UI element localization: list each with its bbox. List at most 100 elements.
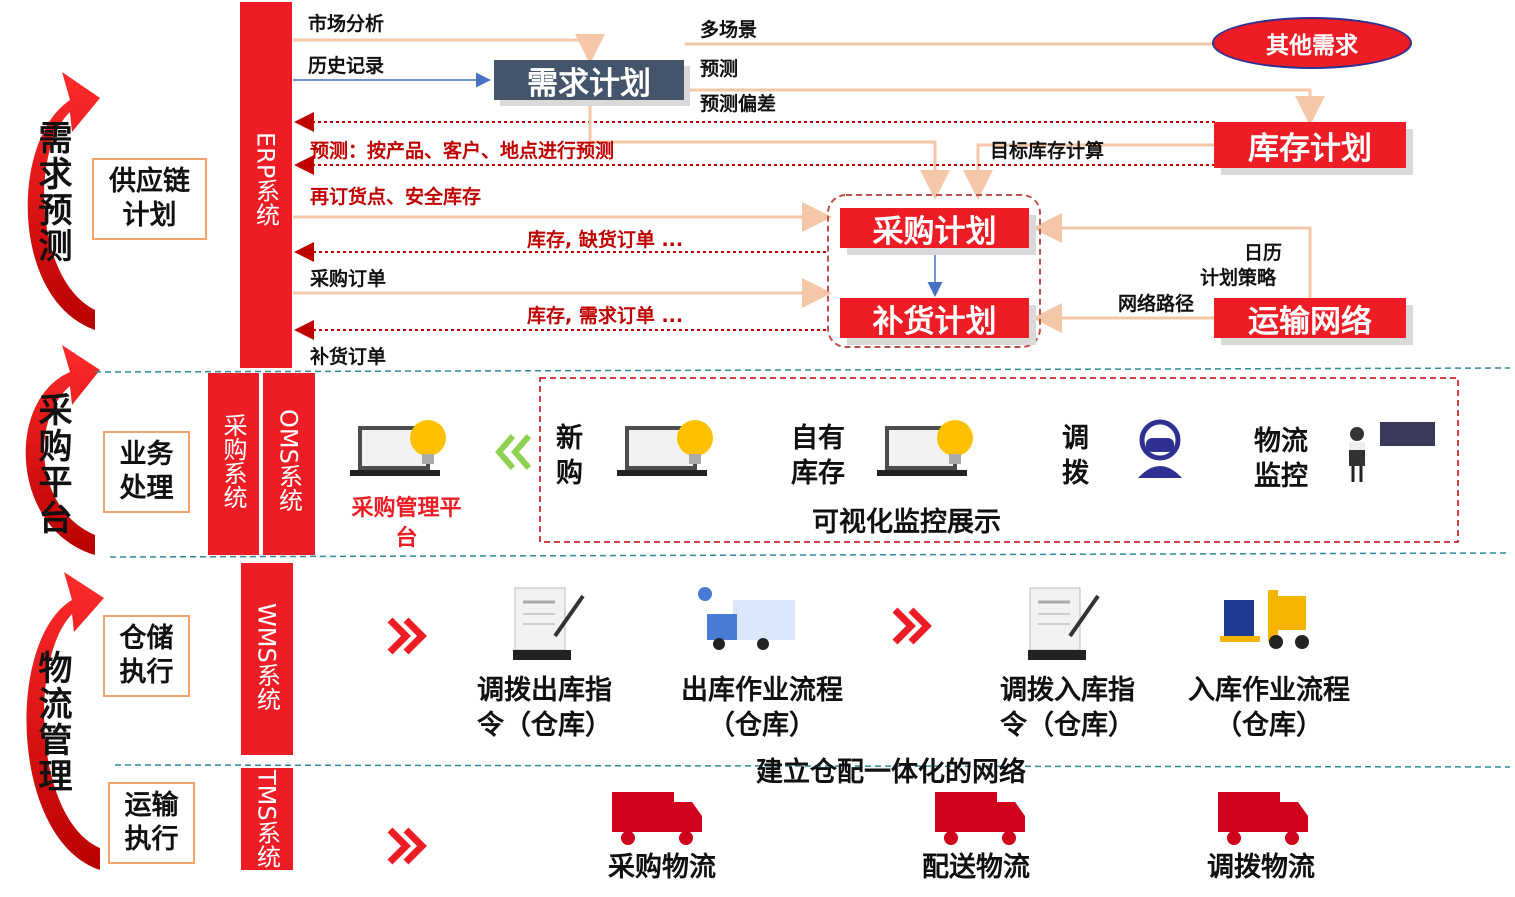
stage-demand-forecast: 需求预测	[32, 120, 72, 264]
warehouse-label: （仓库）	[708, 710, 816, 742]
function-label: 运输	[124, 790, 179, 822]
separator-line	[94, 367, 1511, 373]
function-label: 处理	[119, 473, 174, 504]
system-label: WMS系统	[252, 603, 281, 711]
visual-monitor-frame	[539, 377, 1459, 543]
integrated-network-label: 建立仓配一体化的网络	[756, 757, 1026, 788]
double-chevron-left-icon	[495, 434, 532, 470]
double-chevron-right-icon	[387, 617, 427, 655]
label-forecast-by: 预测：按产品、客户、地点进行预测	[310, 140, 615, 162]
double-chevron-right-icon	[892, 607, 932, 645]
label-stock-shortage: 库存, 缺货订单 ...	[527, 229, 684, 251]
warehouse-label: 令（仓库）	[477, 710, 612, 742]
platform-label: 新	[556, 423, 583, 454]
platform-label: 库存	[791, 457, 845, 489]
system-label: TMS系统	[252, 770, 281, 869]
purchase-plan-box: 采购计划	[840, 208, 1029, 250]
monitoring-person-icon	[1349, 422, 1435, 482]
platform-label: 拨	[1062, 457, 1089, 489]
warehouse-label: 调拨出库指	[477, 675, 612, 706]
visual-monitor-title: 可视化监控展示	[812, 507, 1001, 538]
system-oms: OMS系统	[263, 373, 315, 555]
stage-purchase-platform: 采购平台	[32, 392, 72, 536]
curved-arrow-icon	[27, 72, 100, 330]
warehouse-label: （仓库）	[1215, 710, 1323, 742]
label-history: 历史记录	[308, 55, 385, 77]
platform-label: 物流	[1254, 426, 1308, 457]
platform-label: 调	[1062, 423, 1089, 454]
purchase-logistics-label: 采购物流	[608, 852, 716, 883]
inventory-plan-box: 库存计划	[1214, 122, 1406, 168]
system-erp: ERP系统	[240, 2, 292, 368]
function-supply-chain-plan: 供应链 计划	[92, 158, 207, 240]
function-label: 供应链	[109, 166, 190, 198]
system-label: ERP系统	[251, 132, 280, 227]
curved-arrow-icon	[26, 572, 104, 870]
arrow	[588, 102, 950, 200]
warehouse-label: 出库作业流程	[681, 675, 843, 706]
label-network-path: 网络路径	[1118, 293, 1195, 315]
truck-icon	[612, 792, 702, 845]
system-label: OMS系统	[274, 409, 303, 512]
label-purchase-order: 采购订单	[310, 268, 387, 290]
separator-line	[109, 552, 1511, 558]
arrow	[685, 88, 1325, 126]
arrow	[1032, 213, 1312, 300]
transfer-logistics-label: 调拨物流	[1207, 852, 1315, 883]
function-label: 执行	[124, 824, 179, 855]
label-multi-scene: 多场景	[700, 19, 758, 41]
warehouse-label: 令（仓库）	[1000, 710, 1135, 742]
platform-label: 监控	[1254, 460, 1308, 492]
document-pen-icon	[1028, 587, 1100, 660]
warehouse-label: 入库作业流程	[1188, 675, 1350, 706]
platform-new-purchase: 新 购	[556, 422, 583, 491]
transport-network-box: 运输网络	[1214, 298, 1406, 340]
curved-arrow-icon	[25, 345, 100, 555]
platform-logistics-monitor: 物流 监控	[1254, 425, 1308, 494]
stage-logistics-mgmt: 物流管理	[32, 650, 72, 794]
platform-label: 购	[556, 457, 583, 489]
laptop-bulb-icon	[617, 420, 713, 476]
outbound-process: 出库作业流程 （仓库）	[681, 673, 843, 743]
laptop-bulb-icon	[350, 420, 446, 476]
function-warehouse-exec: 仓储 执行	[103, 615, 190, 697]
label-reorder-point: 再订货点、安全库存	[310, 186, 482, 208]
arrow	[963, 143, 1215, 200]
delivery-truck-icon	[698, 587, 795, 650]
label-plan-strategy: 计划策略	[1200, 267, 1277, 289]
document-pen-icon	[513, 587, 585, 660]
other-demand-ellipse: 其他需求	[1212, 17, 1412, 69]
transfer-in-order: 调拨入库指 令（仓库）	[1000, 673, 1135, 743]
warehouse-label: 调拨入库指	[1000, 675, 1135, 706]
platform-label: 自有	[791, 423, 845, 454]
platform-own-stock: 自有 库存	[791, 422, 845, 491]
replenish-plan-box: 补货计划	[840, 298, 1029, 340]
label-target-inventory: 目标库存计算	[990, 140, 1105, 162]
truck-icon	[935, 792, 1025, 845]
transfer-out-order: 调拨出库指 令（仓库）	[477, 673, 612, 743]
demand-plan-box: 需求计划	[494, 60, 684, 102]
separator-line	[114, 764, 1511, 768]
truck-icon	[1218, 792, 1308, 845]
label-calendar: 日历	[1244, 242, 1283, 264]
purchase-mgmt-platform-label: 采购管理平台	[351, 496, 462, 551]
function-label: 计划	[122, 200, 177, 231]
function-label: 业务	[119, 439, 174, 471]
function-label: 执行	[119, 657, 174, 688]
label-stock-demand: 库存, 需求订单 ...	[527, 305, 684, 327]
label-forecast-deviation: 预测偏差	[700, 93, 777, 115]
label-forecast: 预测	[700, 58, 739, 80]
forklift-icon	[1220, 590, 1309, 649]
system-purchase: 采购系统	[208, 373, 259, 555]
function-business-processing: 业务 处理	[103, 431, 190, 513]
delivery-logistics-label: 配送物流	[922, 852, 1030, 883]
arrow	[293, 34, 605, 64]
system-wms: WMS系统	[241, 563, 293, 755]
inbound-process: 入库作业流程 （仓库）	[1188, 673, 1350, 743]
plan-group-frame	[827, 194, 1041, 348]
headset-person-icon	[1138, 419, 1182, 478]
function-label: 仓储	[119, 623, 174, 655]
double-chevron-right-icon	[387, 827, 427, 865]
label-market-analysis: 市场分析	[308, 13, 385, 35]
